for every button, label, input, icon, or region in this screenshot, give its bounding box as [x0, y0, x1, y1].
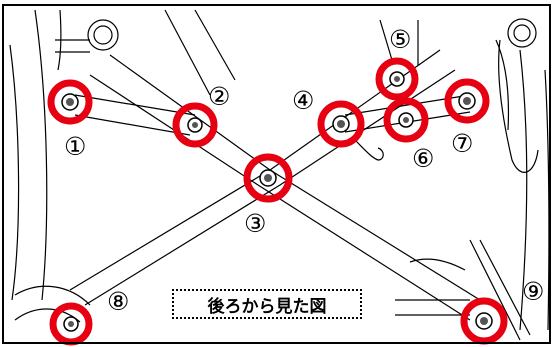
image-border [2, 4, 551, 344]
caption-text: 後ろから見た図 [207, 296, 327, 317]
marker-label-7: ⑦ [451, 129, 474, 158]
marker-label-8: ⑧ [107, 287, 130, 316]
marker-2-ring [172, 102, 218, 148]
marker-4-ring [317, 100, 365, 148]
marker-label-3: ③ [244, 209, 267, 238]
marker-1-ring [47, 79, 93, 125]
marker-label-2: ② [208, 82, 231, 111]
marker-label-1: ① [64, 132, 87, 161]
marker-label-4: ④ [292, 86, 315, 115]
marker-7-ring [444, 78, 490, 124]
marker-9-ring [460, 297, 508, 345]
marker-label-9: ⑨ [522, 277, 545, 306]
bolt-markers [47, 57, 508, 346]
marker-5-ring [375, 57, 419, 101]
marker-6-ring [383, 97, 429, 143]
caption-box: 後ろから見た図 [172, 289, 362, 319]
marker-label-6: ⑥ [412, 144, 435, 173]
marker-3-ring [243, 153, 293, 203]
marker-label-5: ⑤ [389, 25, 412, 54]
